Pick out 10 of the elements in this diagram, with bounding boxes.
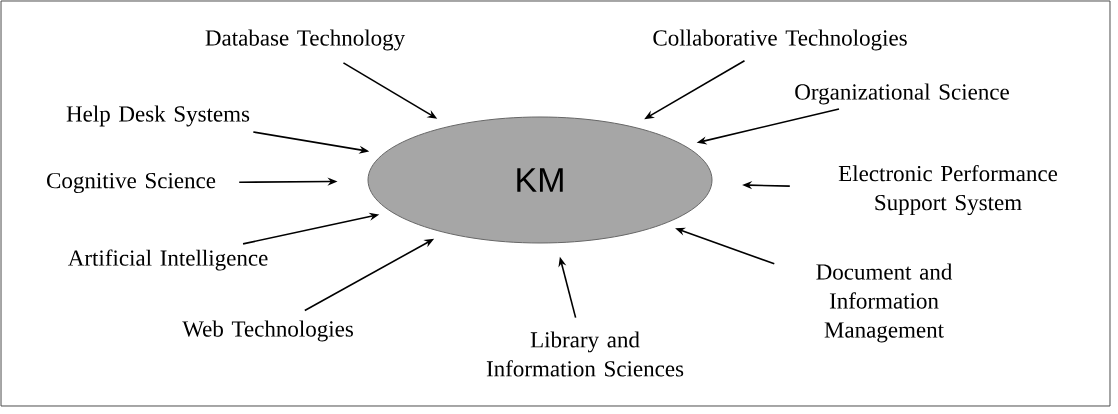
source-label: Web Technologies [182,320,353,342]
source-label: Library and Information Sciences [486,331,684,377]
source-label: Collaborative Technologies [653,29,907,51]
source-label: Database Technology [205,29,406,51]
source-label: Document and Information Management [816,263,953,343]
source-label: Cognitive Science [47,172,216,194]
source-label: Organizational Science [795,83,1009,105]
source-label: Electronic Performance Support System [838,164,1058,216]
source-label: Help Desk Systems [66,105,250,127]
source-label: Artificial Intelligence [68,249,268,271]
